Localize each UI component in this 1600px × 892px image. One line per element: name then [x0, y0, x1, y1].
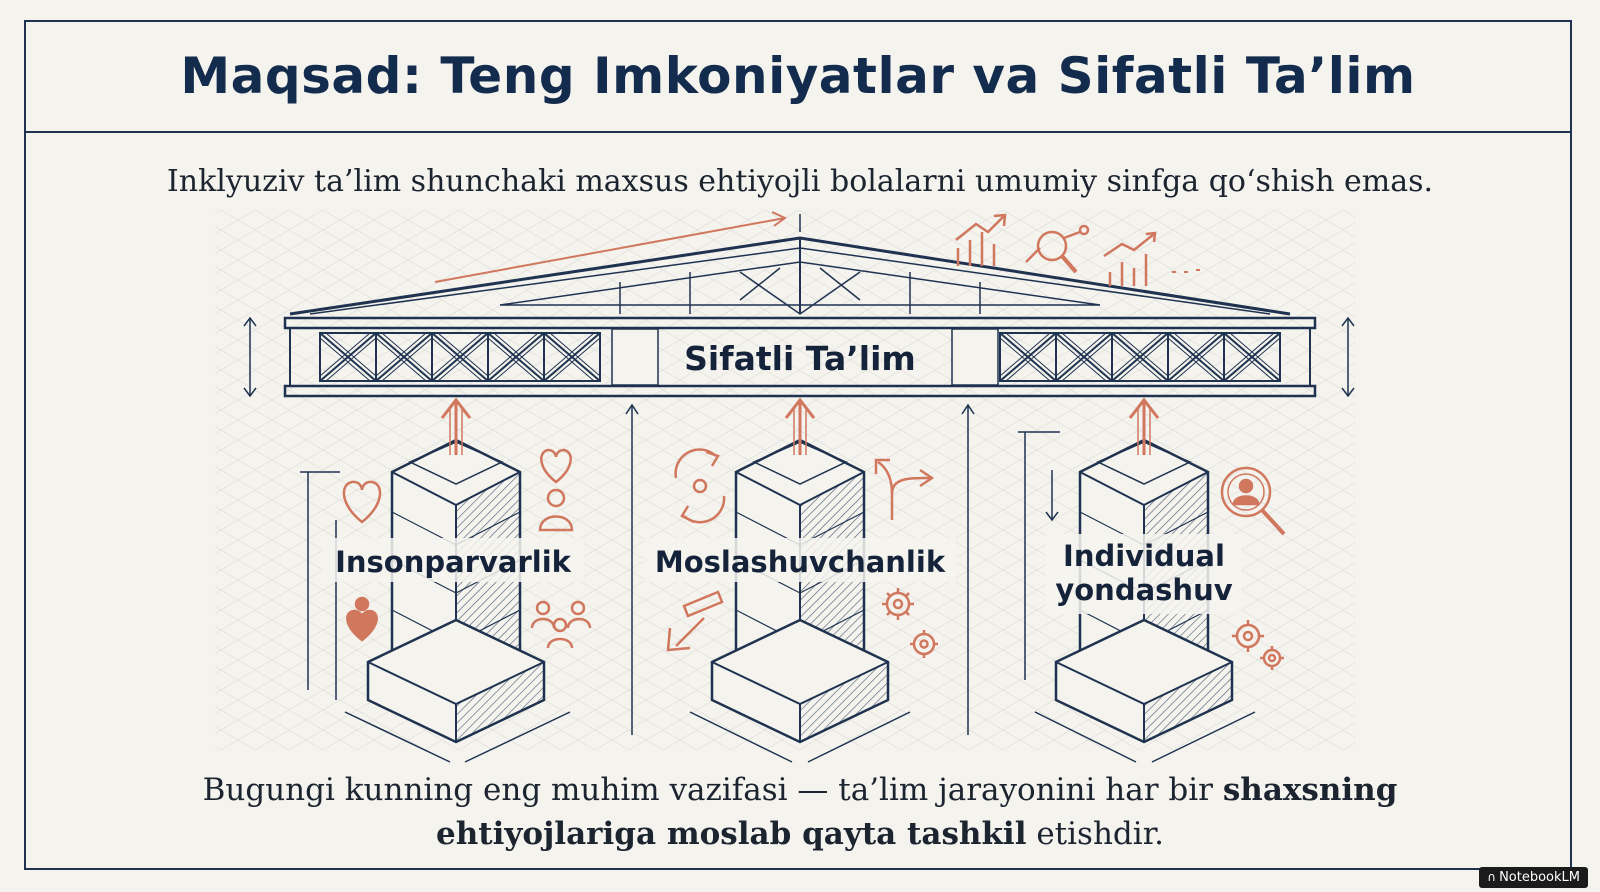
pillar-1-label: Insonparvarlik	[335, 545, 572, 579]
tools-icon	[666, 590, 724, 652]
heart-icon	[540, 448, 572, 484]
pillar-2-label: Moslashuvchanlik	[655, 545, 946, 579]
gears-icon	[1232, 620, 1284, 670]
growth-chart-icon	[955, 213, 1007, 266]
person-icon	[538, 488, 574, 532]
group-icon	[530, 600, 592, 649]
notebooklm-badge: ∩NotebookLM	[1479, 867, 1588, 888]
subtitle: Inklyuziv ta’lim shunchaki maxsus ehtiyo…	[166, 164, 1434, 199]
footer-bold1: shaxsning	[1222, 772, 1398, 808]
footer-bold2: ehtiyojlariga moslab qayta tashkil	[436, 816, 1027, 852]
magnifier-icon	[1025, 224, 1090, 274]
beam-dimension-marks	[243, 316, 1355, 398]
cycle-arrows-icon	[674, 448, 726, 524]
branch-arrow-icon	[874, 458, 935, 520]
bar-chart-icon	[1103, 231, 1200, 286]
footer-part2: etishdir.	[1026, 816, 1164, 852]
slide-frame	[24, 20, 1572, 870]
badge-label: NotebookLM	[1499, 870, 1580, 885]
base-dimension-marks	[344, 711, 1256, 763]
gear-icon	[882, 588, 938, 658]
accent-arrow	[434, 217, 786, 283]
roof	[289, 236, 1291, 316]
title-bar: Maqsad: Teng Imkoniyatlar va Sifatli Ta’…	[24, 20, 1572, 133]
guide-lines	[300, 403, 1060, 735]
beam-label: Sifatli Ta’lim	[684, 339, 916, 378]
magnifier-person-icon	[1220, 466, 1286, 536]
footer-text: Bugungi kunning eng muhim vazifasi — ta’…	[150, 768, 1450, 856]
pillar-3-label-line2: yondashuv	[1055, 573, 1232, 607]
footer-part1: Bugungi kunning eng muhim vazifasi — ta’…	[202, 772, 1223, 808]
pillar-3-label-line1: Individual	[1063, 539, 1225, 573]
heart-person-icon	[346, 596, 378, 642]
heart-icon	[342, 480, 382, 524]
slide-title: Maqsad: Teng Imkoniyatlar va Sifatli Ta’…	[180, 46, 1416, 105]
notebooklm-logo-icon: ∩	[1487, 870, 1497, 884]
beam	[283, 316, 1317, 398]
